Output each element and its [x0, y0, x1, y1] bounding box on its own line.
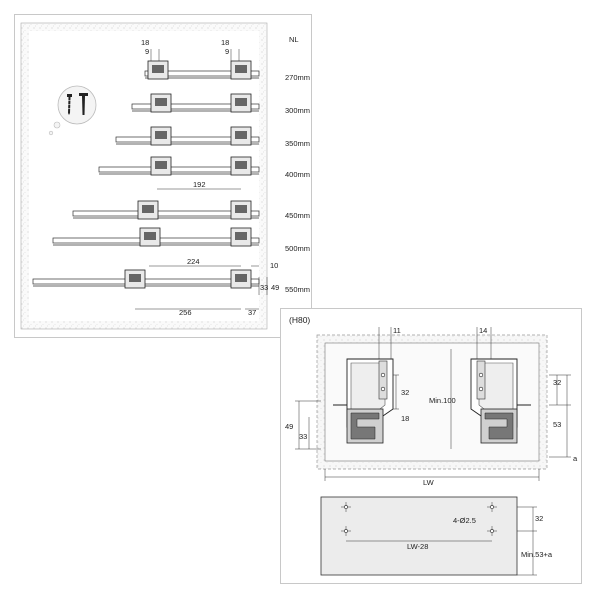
dim-18-left: 18 [141, 38, 149, 47]
nl-400mm: 400mm [285, 170, 311, 179]
hole [490, 529, 494, 533]
runner-lengths-panel: 18 9 18 9 192 224 256 10 37 33 49 NL 270… [14, 14, 312, 338]
dim-32-mid: 32 [401, 388, 409, 397]
mounting-detail-drawing: (H80) [285, 315, 578, 576]
dim-11: 11 [393, 326, 401, 335]
right-bracket [470, 358, 531, 444]
dim-224: 224 [187, 257, 200, 266]
dim-min100: Min.100 [429, 396, 456, 405]
dim-37: 37 [248, 308, 256, 317]
dim-holes: 4-Ø2.5 [453, 516, 476, 525]
dim-14: 14 [479, 326, 487, 335]
hole [344, 529, 348, 533]
nl-270mm: 270mm [285, 73, 311, 82]
dim-9-left: 9 [145, 47, 149, 56]
mounting-detail-panel: (H80) [280, 308, 582, 584]
dimension-lines [135, 49, 268, 310]
runner-550 [32, 269, 260, 289]
hole [344, 505, 348, 509]
dim-53: 53 [553, 420, 561, 429]
nl-550mm: 550mm [285, 285, 311, 294]
dim-32-right: 32 [553, 378, 561, 387]
nl-500mm: 500mm [285, 244, 311, 253]
dim-a: a [573, 454, 578, 463]
drawer-bottom-plate [320, 496, 518, 576]
dim-192: 192 [193, 180, 206, 189]
runner-400 [98, 156, 260, 176]
detail-dimension-lines [295, 327, 571, 481]
dim-9-right: 9 [225, 47, 229, 56]
left-bracket [333, 358, 394, 444]
runner-450 [72, 200, 260, 220]
plate-dimension-lines [346, 506, 537, 576]
runner-300 [131, 93, 260, 113]
nl-350mm: 350mm [285, 139, 311, 148]
hole [490, 505, 494, 509]
dim-32-plate: 32 [535, 514, 543, 523]
h80-title: (H80) [289, 315, 310, 325]
dim-10: 10 [270, 261, 278, 270]
dim-256: 256 [179, 308, 192, 317]
nl-header: NL [289, 35, 299, 44]
runner-350 [115, 126, 260, 146]
dim-33: 33 [260, 283, 268, 292]
runner-lengths-drawing: 18 9 18 9 192 224 256 10 37 33 49 [20, 22, 279, 330]
runner-500 [52, 227, 260, 247]
nl-450mm: 450mm [285, 211, 311, 220]
dim-18: 18 [401, 414, 409, 423]
dim-min53a: Min.53+a [521, 550, 553, 559]
dim-18-right: 18 [221, 38, 229, 47]
dim-49: 49 [271, 283, 279, 292]
screw-icon [48, 85, 97, 136]
dim-33: 33 [299, 432, 307, 441]
dim-lw: LW [423, 478, 435, 487]
nl-300mm: 300mm [285, 106, 311, 115]
dim-49: 49 [285, 422, 293, 431]
runner-270 [144, 60, 260, 80]
dim-lw28: LW-28 [407, 542, 428, 551]
